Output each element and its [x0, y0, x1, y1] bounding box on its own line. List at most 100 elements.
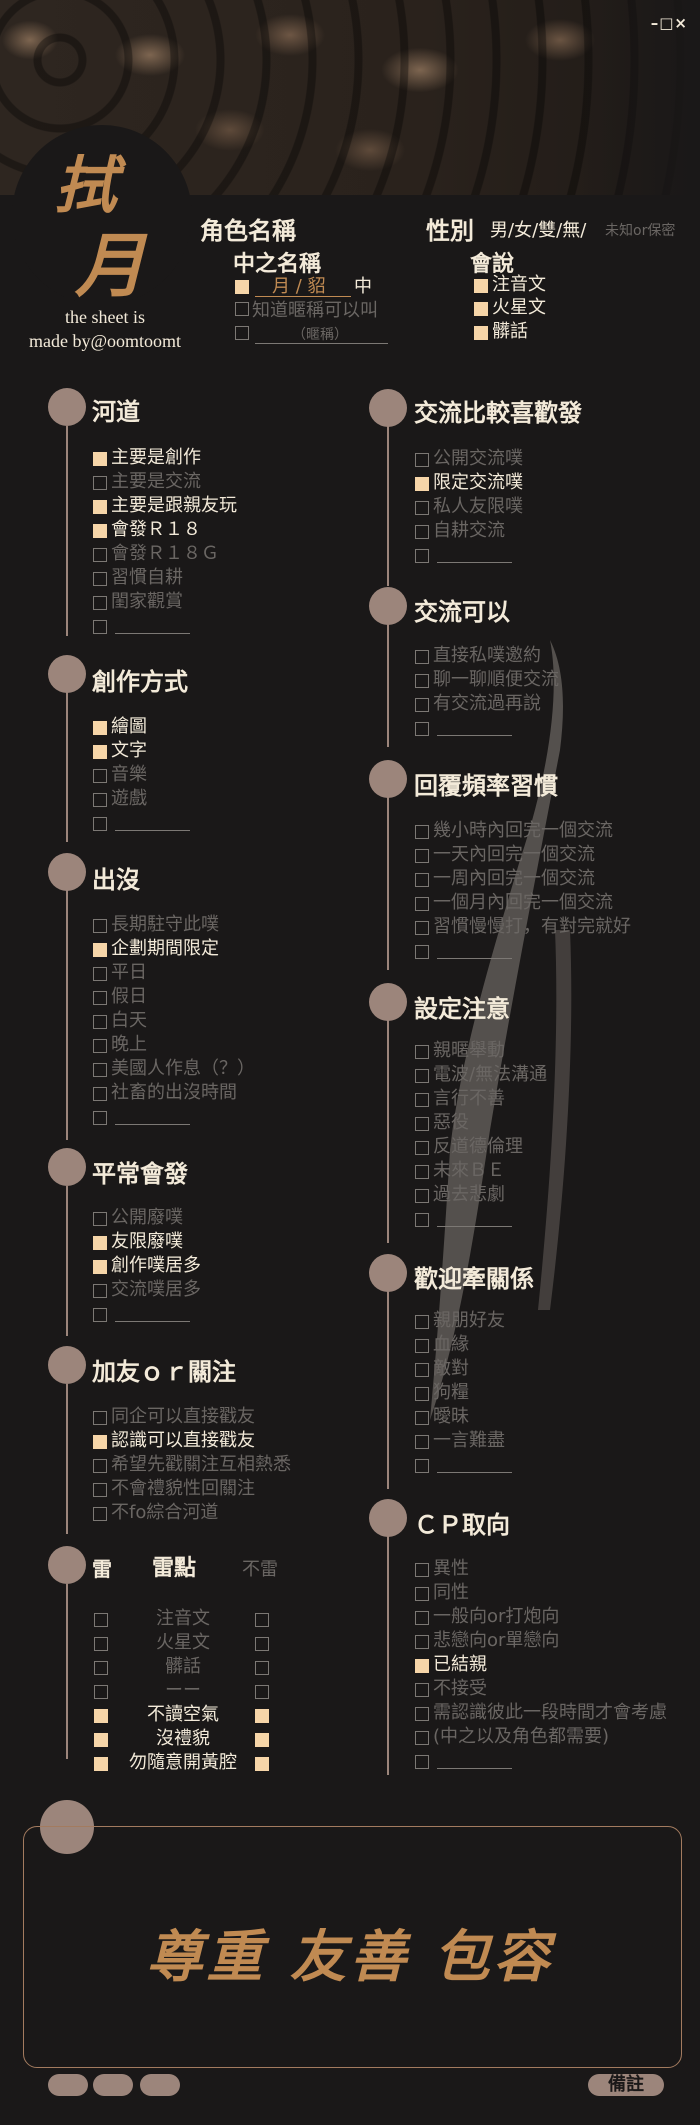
not-mine-checkbox[interactable]: [255, 1685, 269, 1699]
checkbox[interactable]: [415, 722, 429, 736]
checkbox[interactable]: [93, 1284, 107, 1298]
checkbox[interactable]: [93, 1236, 107, 1250]
checkbox[interactable]: [415, 525, 429, 539]
mine-checkbox[interactable]: [94, 1709, 108, 1723]
footer-tab-1[interactable]: [48, 2074, 88, 2096]
checkbox[interactable]: [415, 1117, 429, 1131]
checkbox[interactable]: [93, 1015, 107, 1029]
checkbox[interactable]: [415, 453, 429, 467]
checkbox[interactable]: [415, 1315, 429, 1329]
checkbox[interactable]: [93, 1411, 107, 1425]
checkbox[interactable]: [415, 698, 429, 712]
motto: 尊重 友善 包容: [146, 1924, 554, 1990]
checkbox[interactable]: [93, 1260, 107, 1274]
checkbox[interactable]: [93, 620, 107, 634]
checkbox[interactable]: [415, 825, 429, 839]
checkbox[interactable]: [93, 1308, 107, 1322]
not-mine-checkbox[interactable]: [255, 1661, 269, 1675]
checkbox[interactable]: [415, 549, 429, 563]
checkbox[interactable]: [415, 1165, 429, 1179]
checkbox[interactable]: [415, 1683, 429, 1697]
checkbox[interactable]: [415, 477, 429, 491]
checkbox[interactable]: [415, 1611, 429, 1625]
checkbox[interactable]: [415, 849, 429, 863]
checkbox[interactable]: [93, 817, 107, 831]
checkbox[interactable]: [93, 769, 107, 783]
checkbox[interactable]: [474, 279, 488, 293]
checkbox[interactable]: [415, 1045, 429, 1059]
footer-tab-3[interactable]: [140, 2074, 180, 2096]
checkbox[interactable]: [415, 945, 429, 959]
checkbox[interactable]: [93, 943, 107, 957]
not-mine-checkbox[interactable]: [255, 1757, 269, 1771]
checkbox[interactable]: [415, 1459, 429, 1473]
checkbox[interactable]: [93, 524, 107, 538]
mine-checkbox[interactable]: [94, 1757, 108, 1771]
checkbox[interactable]: [93, 991, 107, 1005]
checkbox[interactable]: [93, 1483, 107, 1497]
checkbox[interactable]: [415, 501, 429, 515]
checkbox[interactable]: [415, 897, 429, 911]
mine-checkbox[interactable]: [94, 1637, 108, 1651]
checkbox[interactable]: [415, 921, 429, 935]
checkbox[interactable]: [474, 326, 488, 340]
checkbox[interactable]: [93, 721, 107, 735]
checkbox[interactable]: [415, 1707, 429, 1721]
nick-value[interactable]: 月 / 貂: [272, 276, 326, 297]
gender-extra[interactable]: 未知or保密: [605, 223, 676, 239]
checkbox[interactable]: [415, 1093, 429, 1107]
checkbox[interactable]: [93, 1087, 107, 1101]
not-mine-checkbox[interactable]: [255, 1637, 269, 1651]
checkbox[interactable]: [415, 674, 429, 688]
checkbox[interactable]: [415, 1587, 429, 1601]
not-mine-checkbox[interactable]: [255, 1733, 269, 1747]
checkbox[interactable]: [415, 1731, 429, 1745]
checkbox[interactable]: [93, 745, 107, 759]
checkbox[interactable]: [93, 548, 107, 562]
not-mine-checkbox[interactable]: [255, 1613, 269, 1627]
checkbox[interactable]: [93, 452, 107, 466]
window-controls[interactable]: –□×: [650, 14, 688, 32]
checkbox[interactable]: [415, 1411, 429, 1425]
checkbox[interactable]: [93, 476, 107, 490]
checkbox[interactable]: [93, 1111, 107, 1125]
checkbox[interactable]: [93, 967, 107, 981]
nick-checkbox[interactable]: [235, 280, 249, 294]
nick-opt2-checkbox[interactable]: [235, 302, 249, 316]
checkbox[interactable]: [93, 1435, 107, 1449]
not-mine-checkbox[interactable]: [255, 1709, 269, 1723]
checkbox[interactable]: [93, 1459, 107, 1473]
checkbox[interactable]: [415, 873, 429, 887]
checkbox[interactable]: [415, 1435, 429, 1449]
checkbox[interactable]: [93, 1063, 107, 1077]
mine-checkbox[interactable]: [94, 1661, 108, 1675]
checkbox[interactable]: [93, 1212, 107, 1226]
footer-tab-2[interactable]: [93, 2074, 133, 2096]
checkbox[interactable]: [415, 1339, 429, 1353]
checkbox[interactable]: [415, 1387, 429, 1401]
checkbox[interactable]: [415, 1635, 429, 1649]
checkbox[interactable]: [93, 793, 107, 807]
checkbox[interactable]: [415, 1189, 429, 1203]
checkbox[interactable]: [93, 572, 107, 586]
checkbox[interactable]: [415, 1363, 429, 1377]
checkbox[interactable]: [415, 650, 429, 664]
checkbox[interactable]: [93, 596, 107, 610]
checkbox[interactable]: [415, 1213, 429, 1227]
gender-values[interactable]: 男/女/雙/無/: [490, 220, 587, 241]
checkbox[interactable]: [415, 1563, 429, 1577]
mine-checkbox[interactable]: [94, 1613, 108, 1627]
checkbox[interactable]: [415, 1141, 429, 1155]
note-button[interactable]: 備註: [588, 2074, 664, 2096]
nick-opt3-checkbox[interactable]: [235, 326, 249, 340]
checkbox[interactable]: [415, 1755, 429, 1769]
checkbox[interactable]: [474, 302, 488, 316]
checkbox[interactable]: [415, 1069, 429, 1083]
checkbox[interactable]: [93, 919, 107, 933]
checkbox[interactable]: [93, 1039, 107, 1053]
checkbox[interactable]: [93, 1507, 107, 1521]
mine-checkbox[interactable]: [94, 1733, 108, 1747]
mine-checkbox[interactable]: [94, 1685, 108, 1699]
checkbox[interactable]: [415, 1659, 429, 1673]
checkbox[interactable]: [93, 500, 107, 514]
